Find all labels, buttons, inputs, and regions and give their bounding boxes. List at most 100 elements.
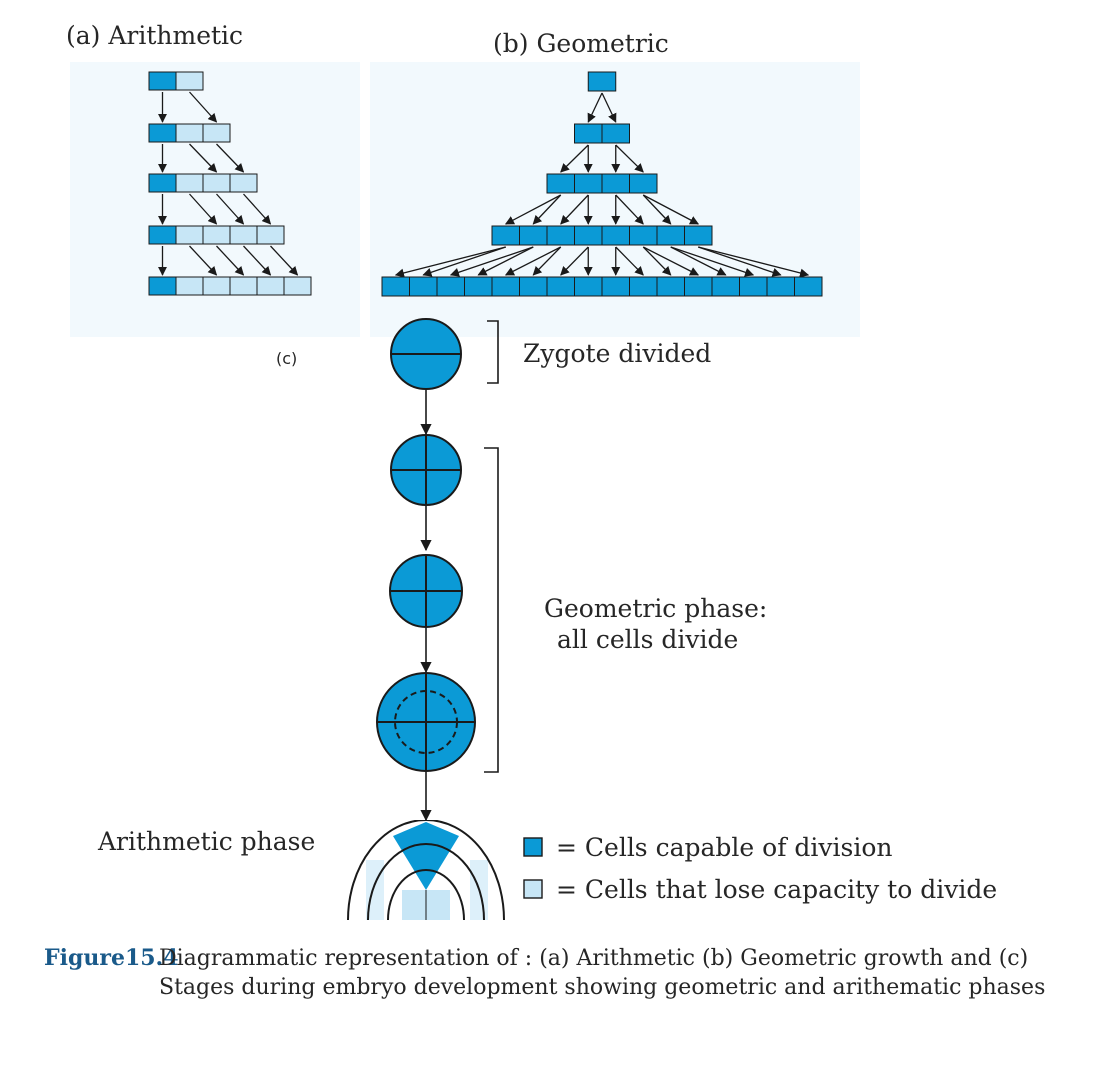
four-cell-stage [390, 434, 462, 506]
multicell-stage [376, 672, 476, 772]
dividing-cell [546, 173, 575, 194]
dividing-cell [519, 225, 548, 246]
legend-dividing-label: = Cells capable of division [556, 833, 893, 862]
dividing-cell [464, 276, 493, 297]
division-arrow [698, 246, 782, 277]
dividing-cell [546, 276, 575, 297]
non-dividing-cell [202, 276, 231, 296]
division-arrow [642, 194, 700, 225]
non-dividing-cell [175, 123, 204, 143]
division-arrow [243, 245, 272, 276]
division-arrow [615, 144, 644, 173]
non-dividing-cell [202, 123, 231, 143]
zygote-divided-cell [390, 318, 462, 390]
division-arrow [615, 246, 644, 276]
panel-b-title: (b) Geometric [493, 29, 669, 58]
dividing-cell [148, 276, 177, 296]
dividing-cell [794, 276, 823, 297]
non-dividing-cell [229, 276, 258, 296]
division-arrow [394, 246, 506, 278]
division-arrow [601, 92, 617, 123]
arithmetic-phase-label: Arithmetic phase [97, 827, 315, 856]
division-arrow [642, 246, 700, 276]
division-arrow [477, 246, 534, 276]
non-dividing-cell [256, 276, 285, 296]
division-arrow [532, 246, 562, 276]
dividing-cell [519, 276, 548, 297]
non-dividing-cell [202, 225, 231, 245]
non-dividing-cell [229, 225, 258, 245]
growth-diagram: (a) Arithmetic (b) Geometric (c) [66, 21, 997, 920]
division-arrow [216, 245, 245, 276]
geometric-phase-label-line1: Geometric phase: [544, 594, 767, 623]
division-arrow [189, 193, 218, 225]
eight-cell-stage [389, 554, 463, 628]
dividing-cell [409, 276, 438, 297]
dividing-cell [684, 225, 713, 246]
division-arrow [216, 193, 245, 225]
panel-a-title: (a) Arithmetic [66, 21, 243, 50]
non-dividing-cell [229, 173, 258, 193]
figure-caption: Figure15.4 Diagrammatic representation o… [44, 944, 1094, 1000]
dividing-cell [629, 276, 658, 297]
division-arrow [189, 143, 218, 173]
dividing-cell [436, 276, 465, 297]
division-arrow [189, 91, 218, 123]
dividing-cell [148, 173, 177, 193]
division-arrow [587, 92, 603, 123]
division-arrow [560, 144, 589, 173]
division-arrow [560, 246, 589, 276]
zygote-divided-label: Zygote divided [523, 339, 711, 368]
dividing-cell [574, 123, 603, 144]
arithmetic-growth-pyramid [148, 71, 312, 296]
division-arrow [642, 246, 672, 276]
dividing-cell [684, 276, 713, 297]
dividing-cell [148, 225, 177, 245]
dividing-cell [148, 71, 177, 91]
panel-c-label: (c) [276, 349, 297, 368]
zygote-bracket [487, 320, 499, 384]
dividing-cell [574, 173, 603, 194]
dividing-cell [766, 276, 795, 297]
legend-non-dividing-swatch [523, 879, 543, 899]
division-arrow [422, 246, 506, 277]
legend-non-dividing-label: = Cells that lose capacity to divide [556, 875, 997, 904]
geometric-phase-bracket [484, 447, 499, 773]
dividing-cell [574, 225, 603, 246]
division-arrow [670, 246, 755, 277]
geometric-growth-pyramid [381, 71, 823, 297]
non-dividing-cell [175, 276, 204, 296]
division-arrow [504, 246, 562, 276]
figure-caption-text: Diagrammatic representation of : (a) Ari… [159, 946, 1046, 1000]
dividing-cell [601, 225, 630, 246]
division-arrow [449, 246, 534, 277]
division-arrow [189, 245, 218, 276]
division-arrow [532, 194, 562, 225]
geometric-phase-label-line2: all cells divide [557, 625, 738, 654]
division-arrow [270, 245, 299, 276]
dividing-cell [711, 276, 740, 297]
division-arrow [670, 246, 727, 276]
non-dividing-cell [175, 71, 204, 91]
division-arrow [243, 193, 272, 225]
dividing-cell [601, 276, 630, 297]
dividing-cell [629, 225, 658, 246]
non-dividing-cell [283, 276, 312, 296]
dividing-cell [587, 71, 617, 92]
dividing-cell [629, 173, 658, 194]
dividing-cell [546, 225, 575, 246]
dividing-cell [148, 123, 177, 143]
dividing-cell [739, 276, 768, 297]
division-arrow [560, 194, 589, 225]
dividing-cell [656, 225, 685, 246]
dividing-cell [601, 123, 630, 144]
non-dividing-cell [175, 173, 204, 193]
panel-a-background [70, 62, 360, 337]
division-arrow [698, 246, 810, 278]
dividing-cell [491, 225, 520, 246]
division-arrow [615, 194, 644, 225]
division-arrow [504, 194, 562, 225]
dividing-cell [601, 173, 630, 194]
non-dividing-cell [202, 173, 231, 193]
